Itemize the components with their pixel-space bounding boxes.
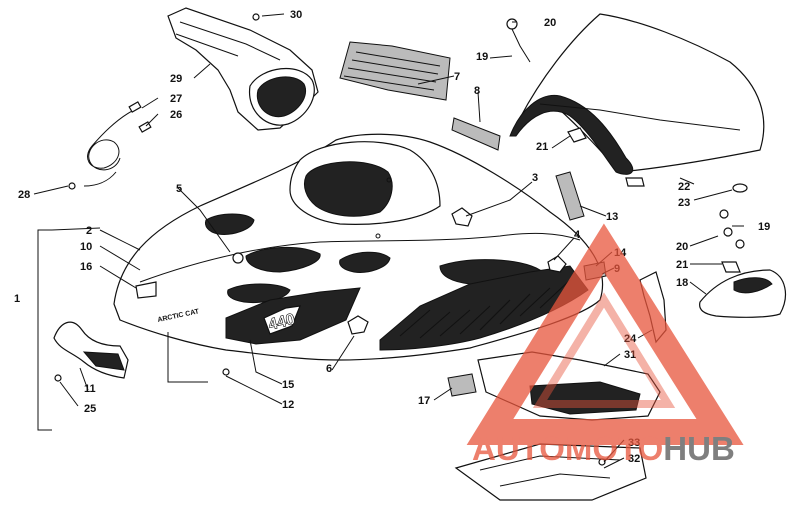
callout-label-20-windshield: 20 [544, 17, 556, 29]
side-decal-part [555, 171, 585, 221]
callout-label-23: 23 [678, 197, 690, 209]
watermark: AUTOMOTOHUB [466, 223, 744, 467]
svg-text:AUTOMOTOHUB: AUTOMOTOHUB [472, 430, 735, 467]
callout-label-1: 1 [14, 293, 20, 305]
callout-label-31: 31 [624, 349, 636, 361]
sub-bracket [167, 332, 208, 383]
callout-label-17: 17 [418, 395, 430, 407]
callout-label-24: 24 [624, 333, 637, 345]
callout-label-18: 18 [676, 277, 688, 289]
callout-label-7: 7 [454, 71, 460, 83]
callout-label-4: 4 [574, 229, 581, 241]
callout-label-20-light: 20 [676, 241, 688, 253]
callout-label-16: 16 [80, 261, 92, 273]
callout-label-10: 10 [80, 241, 92, 253]
callout-label-26: 26 [170, 109, 182, 121]
callout-label-5: 5 [176, 183, 182, 195]
callout-label-22: 22 [678, 181, 690, 193]
callout-label-6: 6 [326, 363, 332, 375]
callout-label-32: 32 [628, 453, 640, 465]
callout-label-3: 3 [532, 172, 538, 184]
callout-label-2: 2 [86, 225, 92, 237]
light-housing-part [699, 209, 787, 318]
callout-label-15: 15 [282, 379, 294, 391]
handlebar-pod-part [167, 7, 319, 131]
callout-label-19-windshield: 19 [476, 51, 488, 63]
model-decal: 440 [267, 311, 297, 334]
callout-label-21-windshield: 21 [536, 141, 548, 153]
watermark-text-moto: MOTO [565, 430, 663, 467]
hood-main-part [113, 133, 604, 376]
callout-label-11: 11 [84, 383, 96, 395]
group-bracket [37, 229, 52, 431]
side-bracket-part [53, 321, 129, 382]
callout-label-19-light: 19 [758, 221, 770, 233]
windshield-part [506, 13, 765, 193]
callout-label-12: 12 [282, 399, 294, 411]
callout-label-8: 8 [474, 85, 480, 97]
wiring-harness-part [68, 101, 152, 190]
vent-grille-part [339, 41, 501, 151]
callout-label-25: 25 [84, 403, 96, 415]
callout-label-30: 30 [290, 9, 302, 21]
watermark-text-hub: HUB [663, 430, 735, 467]
small-decal-part [447, 373, 477, 397]
callout-label-13: 13 [606, 211, 618, 223]
watermark-text-auto: AUTO [472, 430, 565, 467]
callout-label-27: 27 [170, 93, 182, 105]
callout-label-28: 28 [18, 189, 30, 201]
callout-label-21-light: 21 [676, 259, 688, 271]
callout-label-29: 29 [170, 73, 182, 85]
